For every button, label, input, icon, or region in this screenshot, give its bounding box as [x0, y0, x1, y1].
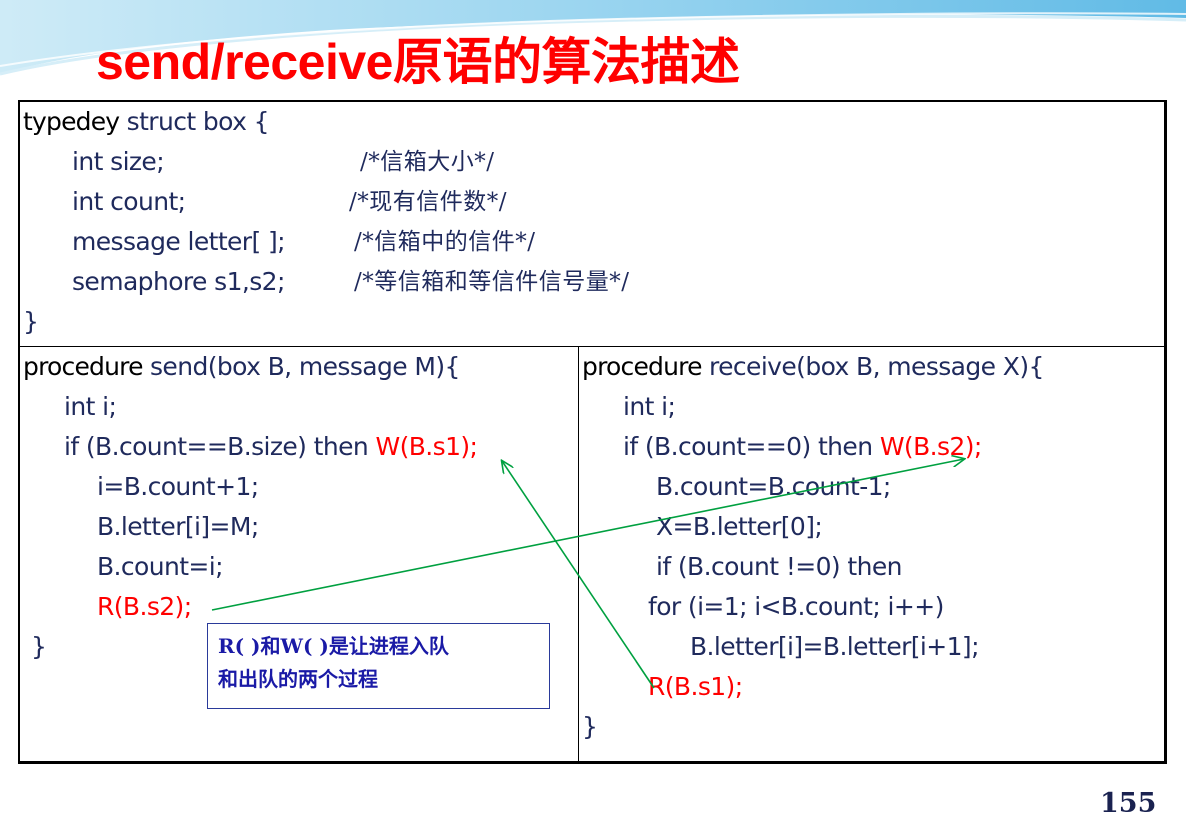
receive-line-4: X=B.letter[0];: [656, 512, 823, 541]
struct-line-1: typedey struct box {: [23, 107, 270, 136]
send-wait-call: W(B.s1);: [375, 432, 478, 461]
page-number: 155: [1100, 788, 1157, 819]
struct-line-2-comment: /*信箱大小*/: [360, 149, 495, 175]
receive-line-2: if (B.count==0) then W(B.s2);: [623, 432, 982, 461]
note-line-2: 和出队的两个过程: [218, 667, 378, 691]
struct-line-5-code: semaphore s1,s2;: [72, 267, 285, 296]
procedure-keyword: procedure: [23, 352, 143, 381]
struct-line-3-code: int count;: [72, 187, 186, 216]
receive-wait-call: W(B.s2);: [879, 432, 982, 461]
receive-line-1: int i;: [623, 392, 676, 421]
send-line-5: B.count=i;: [97, 552, 224, 581]
send-header: procedure send(box B, message M){: [23, 352, 460, 381]
explanation-note: R( )和W( )是让进程入队 和出队的两个过程: [207, 623, 550, 709]
send-line-1: int i;: [64, 392, 117, 421]
send-line-4: B.letter[i]=M;: [97, 512, 259, 541]
typedef-keyword: typedey: [23, 107, 120, 136]
note-line-1: R( )和W( )是让进程入队: [218, 634, 449, 658]
receive-line-7: B.letter[i]=B.letter[i+1];: [690, 632, 980, 661]
struct-line-2-code: int size;: [72, 147, 165, 176]
send-release-call: R(B.s2);: [97, 592, 192, 621]
procedure-keyword: procedure: [582, 352, 702, 381]
receive-close-brace: }: [582, 712, 598, 741]
send-line-2: if (B.count==B.size) then W(B.s1);: [64, 432, 478, 461]
struct-definition-cell: [20, 102, 1164, 347]
struct-line-3-comment: /*现有信件数*/: [349, 189, 507, 215]
receive-line-6: for (i=1; i<B.count; i++): [648, 592, 944, 621]
receive-release-call: R(B.s1);: [648, 672, 743, 701]
struct-close-brace: }: [23, 307, 39, 336]
send-close-brace: }: [31, 632, 47, 661]
send-line-3: i=B.count+1;: [97, 472, 259, 501]
struct-line-4-comment: /*信箱中的信件*/: [354, 229, 536, 255]
receive-line-3: B.count=B.count-1;: [656, 472, 891, 501]
header-swoosh-decoration: [0, 0, 1186, 76]
receive-line-5: if (B.count !=0) then: [656, 552, 902, 581]
struct-line-5-comment: /*等信箱和等信件信号量*/: [354, 269, 630, 295]
receive-header: procedure receive(box B, message X){: [582, 352, 1044, 381]
struct-line-4-code: message letter[ ];: [72, 227, 286, 256]
slide-title: send/receive原语的算法描述: [96, 34, 740, 90]
